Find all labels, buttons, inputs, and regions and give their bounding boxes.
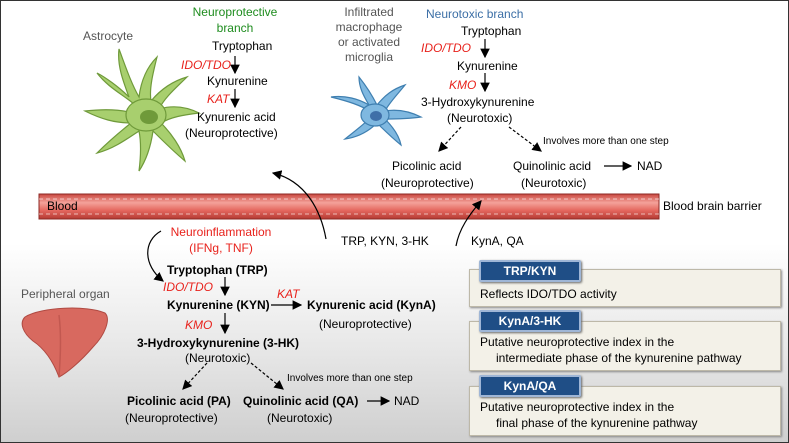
ratio-kyna-3hk-line-2: intermediate phase of the kynurenine pat… [496,351,742,365]
infiltrated-label-3: or activated [337,35,401,49]
p-3hk-note: (Neurotoxic) [185,351,251,365]
p-trp: Tryptophan (TRP) [167,263,268,277]
neuroinflammation-label: Neuroinflammation [170,225,272,239]
p-step-note: Involves more than one step [287,373,413,384]
nt-step-note: Involves more than one step [543,136,669,147]
neuroprotective-title-2: branch [216,21,254,35]
peripheral-organ-label: Peripheral organ [21,287,110,301]
p-qa: Quinolinic acid (QA) [243,394,359,408]
bbb-label: Blood brain barrier [663,199,762,213]
ratio-trp-kyn-line-1: Reflects IDO/TDO activity [480,287,617,301]
neuroinflammation-agents: (IFNg, TNF) [189,241,253,255]
infiltrated-label-2: macrophage [335,20,403,34]
nt-enzyme-ido: IDO/TDO [421,41,471,55]
nt-enzyme-kmo: KMO [449,78,477,92]
nt-nad: NAD [637,159,663,173]
infiltrated-label-1: Infiltrated [344,5,394,19]
nt-kynurenine: Kynurenine [457,59,518,73]
p-enzyme-ido: IDO/TDO [163,280,213,294]
ratio-header-kyna-3hk: KynA/3-HK [479,310,581,332]
neuroprotective-title-1: Neuroprotective [192,5,278,19]
nt-3hk: 3-Hydroxykynurenine [421,95,535,109]
astrocyte-label: Astrocyte [83,29,134,43]
p-kyna: Kynurenic acid (KynA) [307,298,436,312]
ratio-kyna-3hk-line-1: Putative neuroprotective index in the [480,335,675,349]
ratio-kyna-qa-line-2: final phase of the kynurenine pathway [496,416,698,430]
p-enzyme-kat: KAT [277,287,300,301]
p-pa: Picolinic acid (PA) [127,394,231,408]
infiltrated-label-4: microglia [344,50,393,64]
neurotoxic-title: Neurotoxic branch [426,7,524,21]
p-3hk: 3-Hydroxykynurenine (3-HK) [137,336,300,350]
p-pa-note: (Neuroprotective) [125,411,218,425]
nt-3hk-note: (Neurotoxic) [447,111,513,125]
np-enzyme-ido: IDO/TDO [181,58,231,72]
ratio-box-kyna-3hk: Putative neuroprotective index in the in… [469,321,781,371]
np-kynurenic-acid: Kynurenic acid [197,110,276,124]
p-kyn: Kynurenine (KYN) [167,298,270,312]
blood-label: Blood [47,199,78,213]
crossing-out-label: KynA, QA [471,234,524,248]
ratio-header-kyna-qa: KynA/QA [479,375,581,397]
p-enzyme-kmo: KMO [185,318,213,332]
np-enzyme-kat: KAT [207,92,230,106]
ratio-header-trp-kyn: TRP/KYN [479,260,581,282]
nt-picolinic: Picolinic acid [392,159,462,173]
p-kyna-note: (Neuroprotective) [319,317,412,331]
ratio-kyna-qa-line-1: Putative neuroprotective index in the [480,400,675,414]
nt-quinolinic: Quinolinic acid [513,159,592,173]
p-nad: NAD [394,394,420,408]
np-kynurenic-note: (Neuroprotective) [185,126,278,140]
crossing-in-label: TRP, KYN, 3-HK [341,234,429,248]
nt-quinolinic-note: (Neurotoxic) [521,176,587,190]
nt-tryptophan: Tryptophan [461,24,522,38]
np-tryptophan: Tryptophan [212,39,273,53]
p-qa-note: (Neurotoxic) [267,411,333,425]
nt-picolinic-note: (Neuroprotective) [381,176,474,190]
ratio-box-trp-kyn: Reflects IDO/TDO activity [469,269,781,307]
np-kynurenine: Kynurenine [207,74,268,88]
